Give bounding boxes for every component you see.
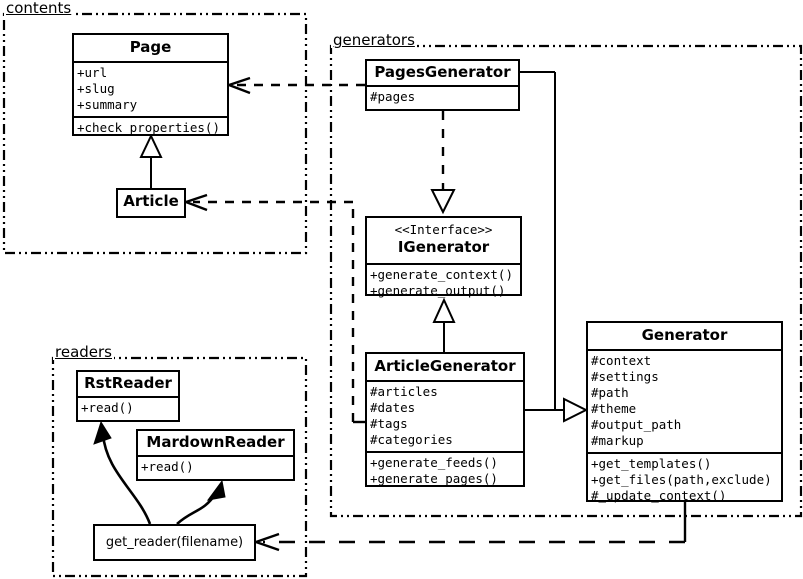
- class-attributes-pages-generator: #pages: [367, 87, 518, 108]
- class-operation: +read(): [141, 459, 194, 474]
- class-attribute: #markup: [591, 433, 644, 448]
- class-title-page: Page: [74, 35, 227, 63]
- class-box-article-generator[interactable]: ArticleGenerator #articles #dates #tags …: [365, 352, 525, 487]
- class-title-article-generator: ArticleGenerator: [367, 354, 523, 382]
- class-attribute: #categories: [370, 432, 453, 447]
- class-operation: +get_files(path,exclude): [591, 472, 772, 487]
- class-operations-mardown-reader: +read(): [138, 457, 293, 478]
- class-operations-page: +check_properties(): [74, 118, 227, 139]
- relation-articlegenerator-depends-article: [185, 193, 365, 424]
- relation-getreader-creates-mardownreader: [176, 479, 226, 525]
- class-stereotype-igenerator: <<Interface>>: [394, 222, 493, 237]
- package-frame-contents: [2, 12, 308, 255]
- relation-pagesgenerator-realizes-igenerator: [430, 111, 456, 215]
- class-operation: +read(): [81, 400, 134, 415]
- function-label-get-reader: get_reader(filename): [105, 535, 244, 550]
- class-operation: +check_properties(): [77, 120, 220, 135]
- relation-pagesgenerator-depends-page: [228, 76, 365, 95]
- class-attribute: #path: [591, 385, 629, 400]
- class-operation: +generate_output(): [370, 283, 506, 298]
- class-attribute: +slug: [77, 81, 115, 96]
- relation-getreader-creates-rstreader: [93, 420, 152, 525]
- class-operation: +get_templates(): [591, 456, 712, 471]
- class-box-pages-generator[interactable]: PagesGenerator #pages: [365, 59, 520, 111]
- class-title-generator: Generator: [588, 323, 781, 351]
- class-operation: +generate_feeds(): [370, 455, 498, 470]
- class-operations-igenerator: +generate_context() +generate_output(): [367, 265, 520, 302]
- class-operations-article-generator: +generate_feeds() +generate_pages(): [367, 453, 523, 490]
- package-frame-generators: [329, 44, 803, 518]
- class-operation: #_update_context(): [591, 488, 727, 503]
- class-operation: +generate_pages(): [370, 471, 498, 486]
- class-title-rst-reader: RstReader: [78, 372, 178, 398]
- class-box-generator[interactable]: Generator #context #settings #path #them…: [586, 321, 783, 503]
- class-header-igenerator: <<Interface>> IGenerator: [367, 218, 520, 265]
- class-title-pages-generator: PagesGenerator: [367, 61, 518, 87]
- class-attributes-generator: #context #settings #path #theme #output_…: [588, 351, 781, 454]
- class-box-igenerator[interactable]: <<Interface>> IGenerator +generate_conte…: [365, 216, 522, 298]
- package-label-contents: contents: [4, 0, 74, 17]
- class-operations-generator: +get_templates() +get_files(path,exclude…: [588, 454, 781, 507]
- class-operations-rst-reader: +read(): [78, 398, 178, 419]
- package-frame-readers: [51, 356, 308, 578]
- function-box-get-reader[interactable]: get_reader(filename): [93, 524, 256, 561]
- relation-articlegenerator-inherits-igenerator: [432, 297, 456, 352]
- class-attribute: #context: [591, 353, 652, 368]
- class-operation: +generate_context(): [370, 267, 513, 282]
- package-label-generators: generators: [331, 31, 417, 49]
- relation-article-inherits-page: [139, 133, 163, 188]
- class-box-page[interactable]: Page +url +slug +summary +check_properti…: [72, 33, 229, 136]
- class-title-mardown-reader: MardownReader: [138, 431, 293, 457]
- class-box-article[interactable]: Article: [116, 188, 186, 218]
- relation-generator-depends-getreader: [255, 502, 687, 552]
- class-box-rst-reader[interactable]: RstReader +read(): [76, 370, 180, 422]
- class-attribute: +summary: [77, 97, 138, 112]
- class-attributes-page: +url +slug +summary: [74, 63, 227, 118]
- package-frames: [2, 12, 803, 578]
- class-attribute: #pages: [370, 89, 416, 104]
- class-attribute: #settings: [591, 369, 659, 384]
- class-attribute: #articles: [370, 384, 438, 399]
- class-attribute: #tags: [370, 416, 408, 431]
- class-attributes-article-generator: #articles #dates #tags #categories: [367, 382, 523, 453]
- class-attribute: #dates: [370, 400, 416, 415]
- class-box-mardown-reader[interactable]: MardownReader +read(): [136, 429, 295, 481]
- package-label-readers: readers: [53, 343, 114, 361]
- class-title-igenerator: IGenerator: [397, 238, 490, 256]
- class-title-article: Article: [123, 192, 179, 210]
- class-attribute: #theme: [591, 401, 637, 416]
- relation-generators-inherit-generator: [520, 71, 589, 423]
- class-attribute: #output_path: [591, 417, 682, 432]
- class-attribute: +url: [77, 65, 108, 80]
